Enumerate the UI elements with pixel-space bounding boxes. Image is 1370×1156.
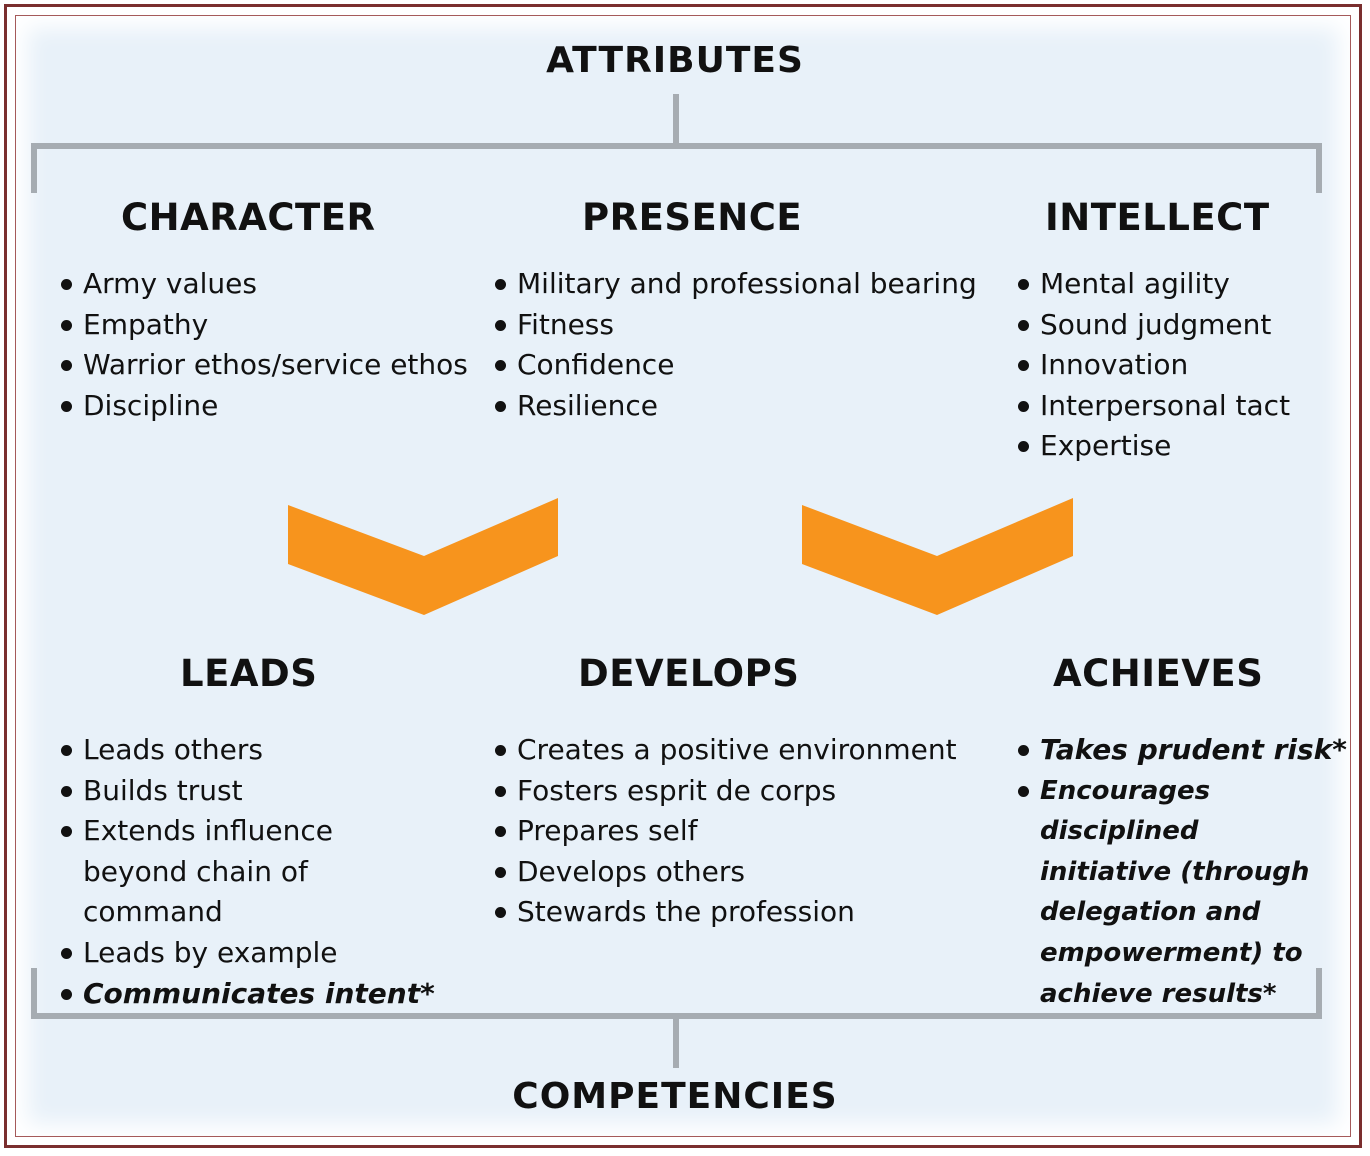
leads-list: Leads others Builds trust Extends influe…	[61, 730, 441, 1014]
intellect-heading: INTELLECT	[1045, 196, 1270, 239]
list-item: Innovation	[1018, 345, 1290, 386]
list-item: Takes prudent risk*	[1018, 730, 1347, 771]
list-item: Interpersonal tact	[1018, 386, 1290, 427]
list-item: Confidence	[495, 345, 977, 386]
intellect-list: Mental agility Sound judgment Innovation…	[1018, 264, 1290, 467]
list-item: Fosters esprit de corps	[495, 771, 957, 812]
list-item: Prepares self	[495, 811, 957, 852]
list-item: Stewards the profession	[495, 892, 957, 933]
outer-frame	[4, 4, 1362, 1148]
list-item: Discipline	[61, 386, 468, 427]
list-item: Encourages disciplined initiative (throu…	[1018, 771, 1318, 1015]
list-item: Leads others	[61, 730, 441, 771]
presence-heading: PRESENCE	[582, 196, 803, 239]
list-item: Military and professional bearing	[495, 264, 977, 305]
develops-list: Creates a positive environment Fosters e…	[495, 730, 957, 933]
list-item: Empathy	[61, 305, 468, 346]
presence-list: Military and professional bearing Fitnes…	[495, 264, 977, 426]
character-heading: CHARACTER	[121, 196, 376, 239]
achieves-heading: ACHIEVES	[1053, 652, 1264, 695]
achieves-list: Takes prudent risk* Encourages disciplin…	[1018, 730, 1347, 1015]
list-item: Warrior ethos/service ethos	[61, 345, 468, 386]
character-list: Army values Empathy Warrior ethos/servic…	[61, 264, 468, 426]
top-bracket	[31, 143, 1322, 193]
list-item: Leads by example	[61, 933, 441, 974]
list-item: Extends influence beyond chain of comman…	[61, 811, 441, 933]
list-item: Expertise	[1018, 426, 1290, 467]
list-item: Develops others	[495, 852, 957, 893]
attributes-title: ATTRIBUTES	[546, 40, 804, 81]
competencies-title: COMPETENCIES	[512, 1076, 838, 1117]
list-item: Mental agility	[1018, 264, 1290, 305]
list-item: Builds trust	[61, 771, 441, 812]
diagram-panel	[15, 15, 1351, 1137]
list-item: Fitness	[495, 305, 977, 346]
list-item: Army values	[61, 264, 468, 305]
list-item: Resilience	[495, 386, 977, 427]
leads-heading: LEADS	[180, 652, 318, 695]
list-item: Sound judgment	[1018, 305, 1290, 346]
list-item: Creates a positive environment	[495, 730, 957, 771]
develops-heading: DEVELOPS	[578, 652, 800, 695]
list-item: Communicates intent*	[61, 974, 441, 1015]
